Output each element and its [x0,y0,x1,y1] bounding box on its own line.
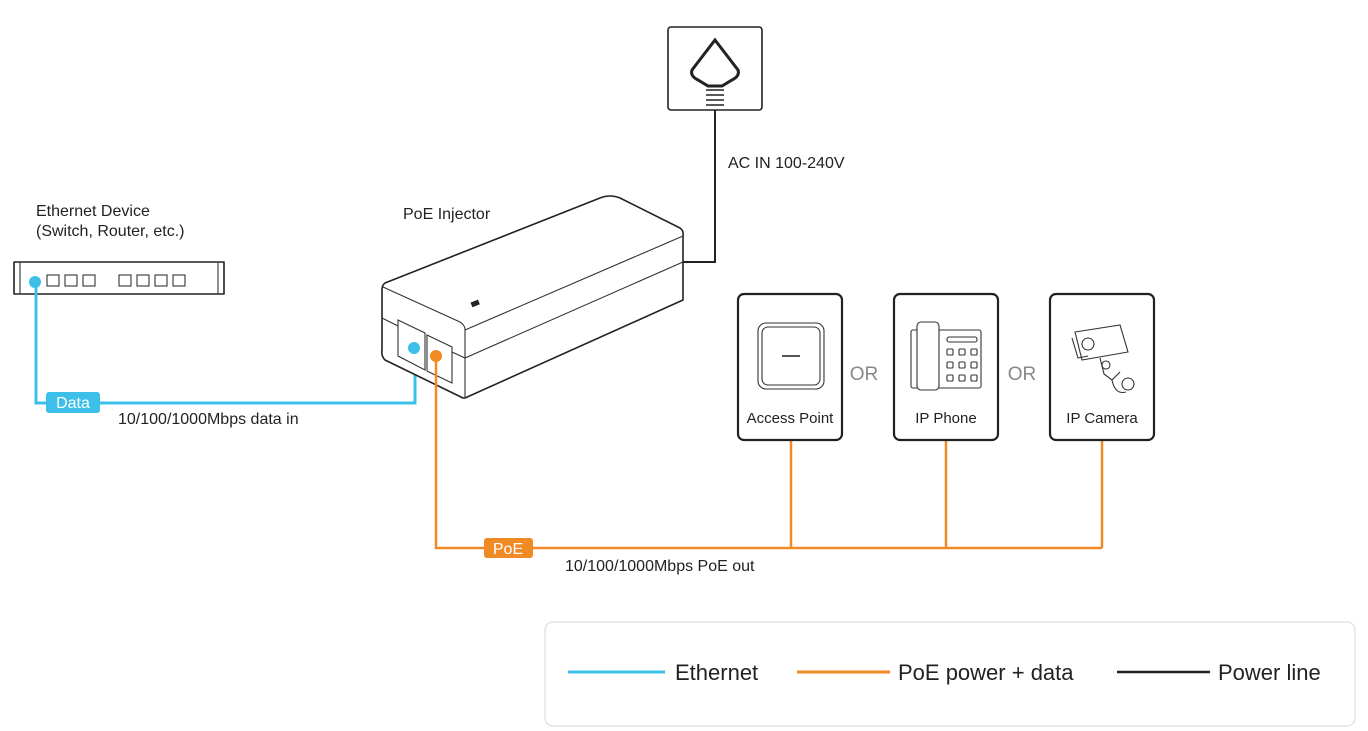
power-line [683,110,716,263]
device-ip-phone: IP Phone [892,292,1000,442]
device-label: IP Camera [1066,410,1138,427]
ethernet-cable [34,283,417,405]
access-point-icon [757,322,825,390]
poe-injector-icon [381,195,684,399]
switch-icon [13,261,225,295]
ip-camera-icon [1071,324,1135,394]
ip-phone-icon [910,321,982,391]
poe-cable [434,356,1104,550]
data-tag [46,392,100,413]
legend-ethernet-label: Ethernet [675,660,758,685]
legend-poe-label: PoE power + data [898,660,1074,685]
device-access-point: Access Point [736,292,844,442]
device-label: IP Phone [915,410,976,427]
plug-icon [690,37,740,88]
device-ip-camera: IP Camera [1048,292,1156,442]
ac-in-label: AC IN 100-240V [728,155,845,172]
poe-out-caption: 10/100/1000Mbps PoE out [565,558,755,575]
injector-label: PoE Injector [403,206,491,223]
data-in-caption: 10/100/1000Mbps data in [118,411,299,428]
legend: Ethernet PoE power + data Power line [544,621,1356,727]
legend-power-label: Power line [1218,660,1321,685]
or-separator: OR [1008,364,1037,385]
poe-tag [484,538,533,558]
poe-tag-label: PoE [493,541,523,558]
ethernet-device-label: Ethernet Device [36,203,150,220]
ethernet-device-sublabel: (Switch, Router, etc.) [36,223,185,240]
data-tag-label: Data [56,395,90,412]
or-separator: OR [850,364,879,385]
device-label: Access Point [747,410,835,427]
power-outlet [667,26,763,111]
